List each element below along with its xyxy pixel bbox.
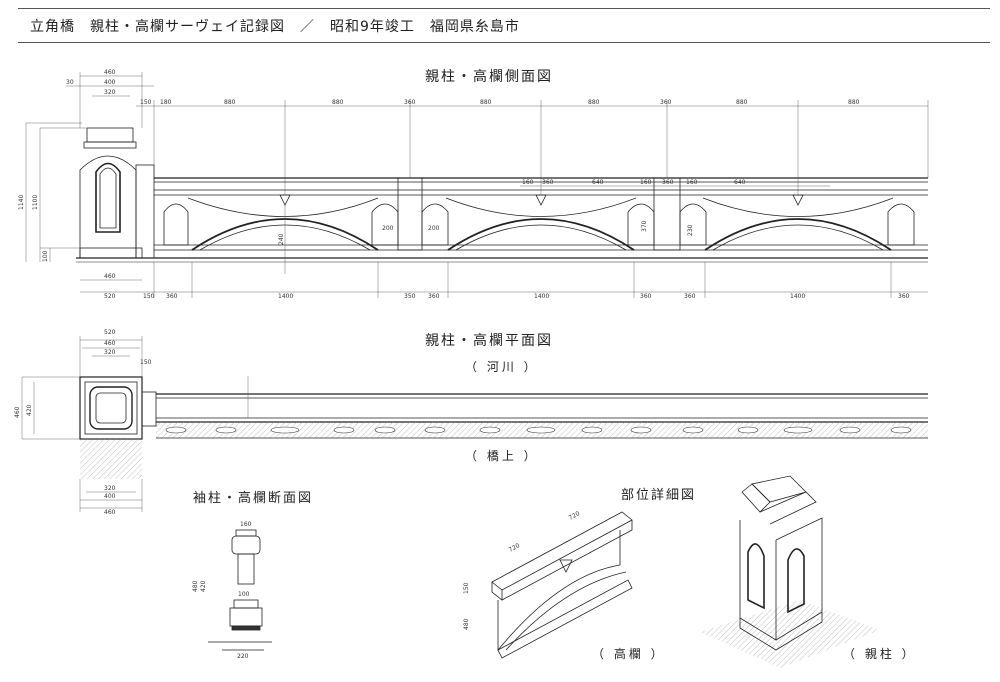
svg-text:150: 150 xyxy=(140,99,152,106)
svg-text:160: 160 xyxy=(640,179,652,186)
svg-text:480: 480 xyxy=(192,580,199,592)
detail-rail-label: （ 高欄 ） xyxy=(592,647,666,661)
svg-text:100: 100 xyxy=(42,250,49,262)
svg-text:720: 720 xyxy=(568,510,582,522)
svg-text:420: 420 xyxy=(26,404,33,416)
svg-text:180: 180 xyxy=(160,99,172,106)
svg-text:160: 160 xyxy=(522,179,534,186)
header-bar: 立角橋 親柱・高欄サーヴェイ記録図 ／ 昭和9年竣工 福岡県糸島市 xyxy=(0,0,1000,44)
svg-text:370: 370 xyxy=(641,220,648,232)
svg-text:880: 880 xyxy=(848,99,860,106)
svg-text:230: 230 xyxy=(687,224,694,236)
detail-post-iso xyxy=(700,475,880,668)
detail-rail-dims: 720 720 150 480 xyxy=(463,510,581,630)
svg-text:160: 160 xyxy=(686,179,698,186)
svg-text:1400: 1400 xyxy=(790,293,805,300)
svg-text:640: 640 xyxy=(592,179,604,186)
svg-text:320: 320 xyxy=(104,485,116,492)
svg-text:400: 400 xyxy=(104,493,116,500)
section-view xyxy=(208,529,272,651)
svg-text:360: 360 xyxy=(660,99,672,106)
plan-bridge-label: （ 橋上 ） xyxy=(465,449,539,463)
svg-text:520: 520 xyxy=(104,329,116,336)
svg-text:360: 360 xyxy=(166,293,178,300)
svg-text:460: 460 xyxy=(104,69,116,76)
svg-text:1400: 1400 xyxy=(534,293,549,300)
svg-text:360: 360 xyxy=(662,179,674,186)
svg-text:400: 400 xyxy=(104,79,116,86)
svg-text:360: 360 xyxy=(640,293,652,300)
detail-rail-iso xyxy=(491,511,633,659)
svg-text:240: 240 xyxy=(278,233,285,245)
side-dimensions xyxy=(25,72,929,298)
svg-text:360: 360 xyxy=(404,99,416,106)
svg-text:360: 360 xyxy=(542,179,554,186)
svg-text:360: 360 xyxy=(428,293,440,300)
svg-text:320: 320 xyxy=(104,89,116,96)
svg-text:880: 880 xyxy=(332,99,344,106)
svg-text:480: 480 xyxy=(463,618,470,630)
plan-view-title: 親柱・高欄平面図 xyxy=(425,333,553,349)
side-view xyxy=(76,127,928,263)
svg-text:100: 100 xyxy=(238,591,250,598)
svg-text:720: 720 xyxy=(508,542,522,554)
svg-text:150: 150 xyxy=(140,359,152,366)
detail-post-label: （ 親柱 ） xyxy=(843,647,917,661)
plan-river-label: （ 河川 ） xyxy=(465,360,539,374)
svg-text:880: 880 xyxy=(588,99,600,106)
svg-text:460: 460 xyxy=(104,509,116,516)
svg-text:30: 30 xyxy=(66,79,74,86)
svg-text:220: 220 xyxy=(237,653,249,660)
svg-text:200: 200 xyxy=(428,225,440,232)
svg-text:160: 160 xyxy=(240,521,252,528)
section-view-title: 袖柱・高欄断面図 xyxy=(193,491,314,506)
side-view-title: 親柱・高欄側面図 xyxy=(425,69,553,85)
svg-text:1140: 1140 xyxy=(18,195,25,210)
svg-text:880: 880 xyxy=(480,99,492,106)
plan-ellipses xyxy=(165,426,912,434)
svg-text:880: 880 xyxy=(224,99,236,106)
svg-text:350: 350 xyxy=(404,293,416,300)
header-rule-bottom xyxy=(18,42,990,43)
svg-text:880: 880 xyxy=(736,99,748,106)
plan-dimensions xyxy=(21,336,249,512)
plan-dim-labels: 520 460 320 150 460 420 320 400 460 xyxy=(14,329,152,516)
svg-text:360: 360 xyxy=(898,293,910,300)
svg-text:1400: 1400 xyxy=(278,293,293,300)
svg-text:360: 360 xyxy=(684,293,696,300)
svg-text:520: 520 xyxy=(104,293,116,300)
svg-text:320: 320 xyxy=(104,349,116,356)
svg-text:1100: 1100 xyxy=(32,195,39,210)
svg-text:420: 420 xyxy=(200,580,207,592)
svg-text:200: 200 xyxy=(382,225,394,232)
svg-text:460: 460 xyxy=(104,340,116,347)
side-dim-labels: 460 400 30 320 150 180 880 880 360 880 8… xyxy=(18,69,910,300)
svg-text:150: 150 xyxy=(463,582,470,594)
detail-view-title: 部位詳細図 xyxy=(621,488,697,503)
header-rule-top xyxy=(18,8,990,9)
sheet-title: 立角橋 親柱・高欄サーヴェイ記録図 ／ 昭和9年竣工 福岡県糸島市 xyxy=(30,19,520,35)
svg-text:460: 460 xyxy=(104,273,116,280)
section-dim-labels: 160 480 420 100 220 xyxy=(192,521,252,660)
svg-text:460: 460 xyxy=(14,406,21,418)
side-main-post xyxy=(79,127,155,259)
svg-text:640: 640 xyxy=(734,179,746,186)
svg-text:150: 150 xyxy=(143,293,155,300)
